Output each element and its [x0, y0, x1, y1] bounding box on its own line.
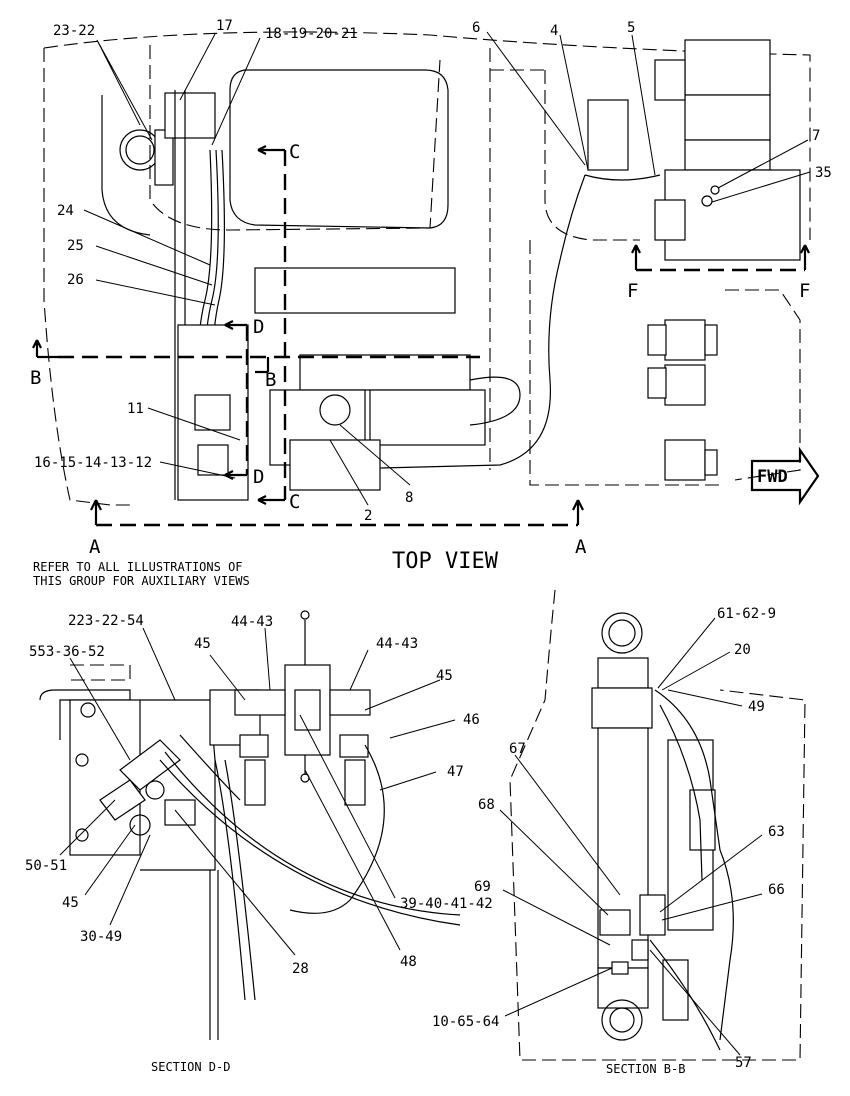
callout-10-65-64: 10-65-64: [432, 1014, 499, 1030]
callout-7: 7: [812, 128, 820, 144]
callout-23-22: 23-22: [53, 23, 95, 39]
callout-67: 67: [509, 741, 526, 757]
callout-57: 57: [735, 1055, 752, 1071]
section-dd-caption: SECTION D-D: [151, 1060, 230, 1074]
callout-28: 28: [292, 961, 309, 977]
callout-17: 17: [216, 18, 233, 34]
callout-553-36-52: 553-36-52: [29, 644, 105, 660]
callout-223-22-54: 223-22-54: [68, 613, 144, 629]
section-mark-a-left: A: [89, 536, 101, 558]
fwd-arrow: [750, 446, 820, 506]
callout-25: 25: [67, 238, 84, 254]
section-mark-f-right: F: [799, 280, 810, 302]
callout-44-43-right: 44-43: [376, 636, 418, 652]
section-mark-b-left: B: [30, 367, 41, 389]
top-view-drawing: [32, 31, 820, 527]
callout-16-15-14-13-12: 16-15-14-13-12: [34, 455, 152, 471]
fwd-label: FWD: [757, 467, 788, 487]
callout-69: 69: [474, 879, 491, 895]
section-mark-f-left: F: [627, 280, 638, 302]
note-line-2: THIS GROUP FOR AUXILIARY VIEWS: [33, 574, 250, 588]
section-mark-d-top: D: [253, 316, 264, 338]
callout-39-40-41-42: 39-40-41-42: [400, 896, 493, 912]
callout-20: 20: [734, 642, 751, 658]
section-bb-caption: SECTION B-B: [606, 1062, 685, 1076]
callout-5: 5: [627, 20, 635, 36]
callout-30-49: 30-49: [80, 929, 122, 945]
callout-47: 47: [447, 764, 464, 780]
section-mark-c-top: C: [289, 141, 300, 163]
callout-68: 68: [478, 797, 495, 813]
note-line-1: REFER TO ALL ILLUSTRATIONS OF: [33, 560, 243, 574]
callout-48: 48: [400, 954, 417, 970]
callout-2: 2: [364, 508, 372, 524]
section-dd-drawing: [39, 610, 461, 1040]
callout-66: 66: [768, 882, 785, 898]
callout-18-19-20-21: 18-19-20-21: [265, 26, 358, 42]
callout-45-right: 45: [436, 668, 453, 684]
callout-50-51: 50-51: [25, 858, 67, 874]
callout-44-43-left: 44-43: [231, 614, 273, 630]
callout-45-lower: 45: [62, 895, 79, 911]
top-view-title: TOP VIEW: [392, 549, 499, 574]
callout-35: 35: [815, 165, 832, 181]
callout-26: 26: [67, 272, 84, 288]
section-mark-c-bottom: C: [289, 491, 300, 513]
callout-63: 63: [768, 824, 785, 840]
section-mark-b-right: B: [265, 369, 276, 391]
section-mark-a-right: A: [575, 536, 587, 558]
callout-11: 11: [127, 401, 144, 417]
callout-24: 24: [57, 203, 74, 219]
callout-6: 6: [472, 20, 480, 36]
callout-61-62-9: 61-62-9: [717, 606, 776, 622]
callout-8: 8: [405, 490, 413, 506]
section-mark-d-bottom: D: [253, 466, 264, 488]
callout-49: 49: [748, 699, 765, 715]
callout-4: 4: [550, 23, 558, 39]
callout-46: 46: [463, 712, 480, 728]
callout-45-upper: 45: [194, 636, 211, 652]
section-bb-drawing: [499, 589, 806, 1061]
